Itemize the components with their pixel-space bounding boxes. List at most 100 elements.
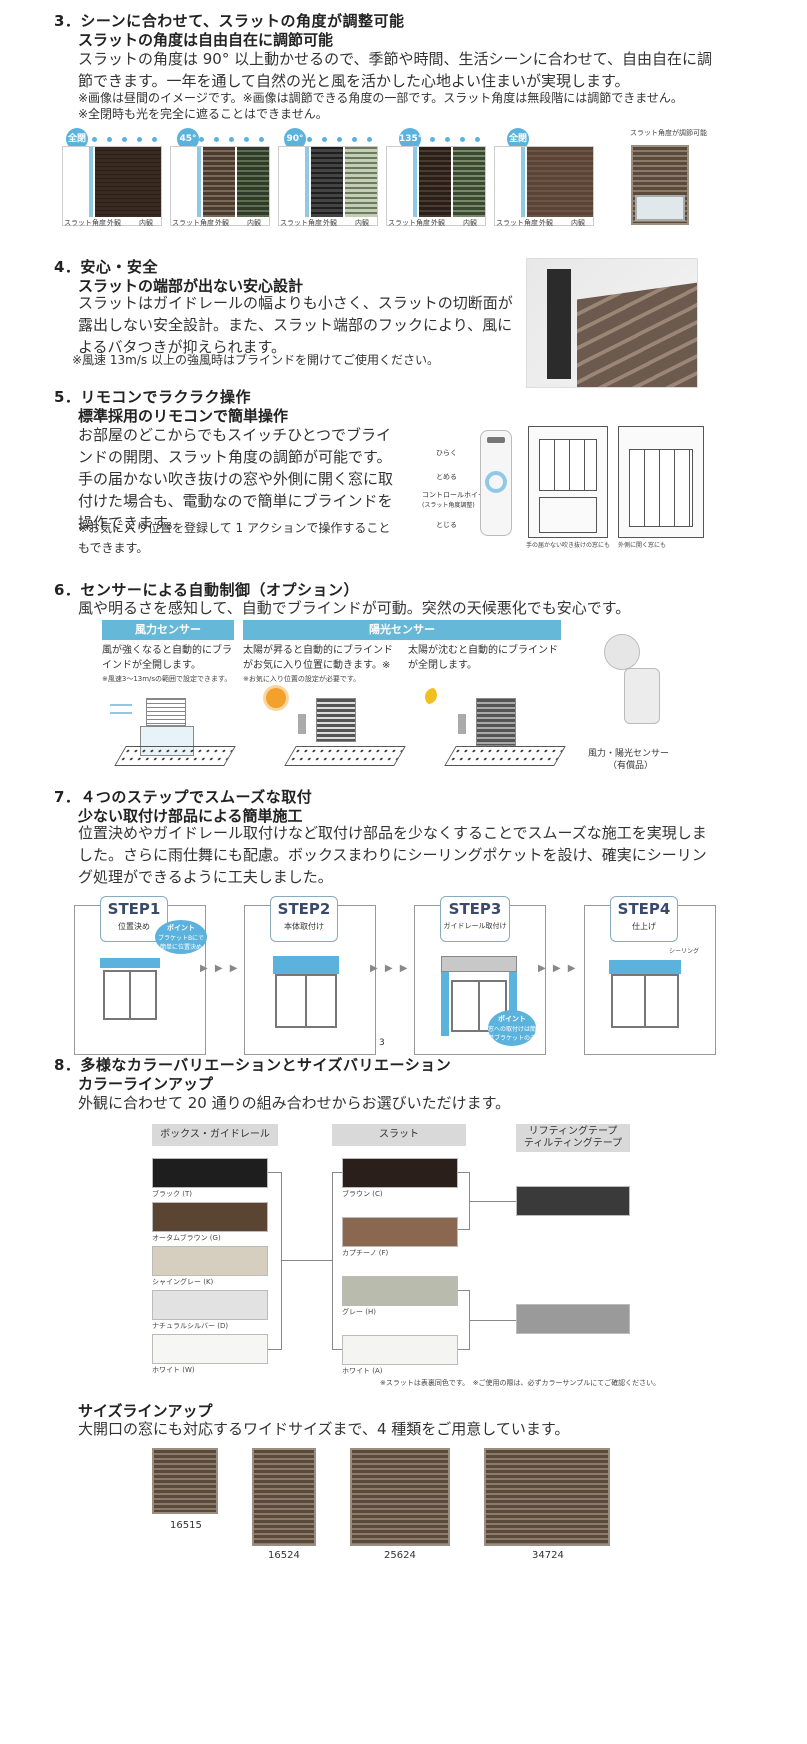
size-body: 大開口の窓にも対応するワイドサイズまで、4 種類をご用意しています。 [78, 1420, 570, 1438]
sec7-body: 位置決めやガイドレール取付けなど取付け部品を少なくすることでスムーズな施工を実現… [78, 824, 707, 886]
sec4-note: ※風速 13m/s 以上の強風時はブラインドを開けてご使用ください。 [72, 353, 439, 367]
size-label: 34724 [532, 1550, 564, 1561]
angle-badge: 全閉 [507, 128, 529, 150]
angle-panel: スラット角度 外観 内観 [278, 146, 378, 227]
remote-diagram: ひらく とめる コントロールホイール (スラット角度調整) とじる [408, 428, 520, 540]
size-blind-16515 [152, 1448, 218, 1514]
page-number: 3 [379, 1038, 385, 1048]
sec3-note1: ※画像は昼間のイメージです。※画像は調節できる角度の一部です。スラット角度は無段… [78, 91, 683, 105]
caption-left: 手の届かない吹き抜けの窓にも [526, 542, 611, 549]
color-name: オータムブラウン (G) [152, 1234, 221, 1242]
angle-panel: スラット角度 外観 内観 [386, 146, 486, 227]
sec3-body: スラットの角度は 90° 以上動かせるので、季節や時間、生活シーンに合わせて、自… [78, 50, 713, 90]
sec3-subheading: スラットの角度は自由自在に調節可能 [78, 31, 334, 49]
sec8-subheading: カラーラインアップ [78, 1075, 214, 1093]
caption-right: 外側に開く窓にも [618, 542, 667, 549]
angle-badge: 45° [177, 128, 199, 150]
sec8-heading: 8．多様なカラーバリエーションとサイズバリエーション [54, 1056, 452, 1074]
sec3-note2: ※全閉時も光を完全に遮ることはできません。 [78, 107, 328, 121]
color-swatch [342, 1276, 458, 1306]
angle-badge: 135° [399, 128, 422, 150]
sun-text: 太陽が昇ると自動的にブラインドがお気に入り位置に動きます。※ [243, 645, 393, 671]
size-blind-34724 [484, 1448, 610, 1546]
size-label: 16524 [268, 1550, 300, 1561]
color-swatch [342, 1158, 458, 1188]
light-sensor-bar: 陽光センサー [243, 620, 561, 640]
color-name: グレー (H) [342, 1308, 376, 1316]
step-4: STEP4 仕上げ シーリング [584, 896, 716, 1055]
point-callout-2: ポイント 窓への取付けは簡単ブラケットのみ [488, 1010, 536, 1046]
col-slat-header: スラット [332, 1124, 466, 1146]
wind-scene [110, 696, 236, 768]
slat-caption: スラット角度が調節可能 [630, 129, 707, 137]
connector [282, 1260, 332, 1261]
color-swatch [152, 1202, 268, 1232]
color-swatch [342, 1335, 458, 1365]
step-2: STEP2 本体取付け [244, 896, 376, 1055]
sensor-device [594, 628, 670, 728]
sec4-subheading: スラットの端部が出ない安心設計 [78, 277, 304, 295]
sec8-body: 外観に合わせて 20 通りの組み合わせからお選びいただけます。 [78, 1094, 511, 1112]
step-arrow: ▶ ▶ ▶ [538, 963, 578, 974]
color-swatch [342, 1217, 458, 1247]
step-1: STEP1 位置決め ポイント ブラケットBにで簡単に位置決め [74, 896, 207, 1055]
size-heading: サイズラインアップ [78, 1402, 213, 1420]
sensor-sub: （有償品） [608, 761, 654, 771]
color-name: ブラウン (C) [342, 1190, 383, 1198]
sec5-heading: 5．リモコンでラクラク操作 [54, 388, 251, 406]
sun-note: ※お気に入り位置の設定が必要です。 [243, 675, 361, 683]
sun-icon [266, 688, 286, 708]
angle-panel: スラット角度 外観 内観 [494, 146, 594, 227]
point-callout: ポイント ブラケットBにで簡単に位置決め [155, 920, 207, 954]
size-label: 16515 [170, 1520, 202, 1531]
tape-swatch [516, 1186, 630, 1216]
color-swatch [152, 1158, 268, 1188]
size-blind-25624 [350, 1448, 450, 1546]
wind-icon [110, 704, 132, 714]
moon-icon [425, 688, 443, 706]
connector [470, 1201, 516, 1202]
angle-panel: スラット角度 外観 内観 [170, 146, 270, 227]
slat-angle-strip: 全閉 スラット角度 外観 内観 45° スラット角度 外観 内観 90° スラッ… [62, 128, 612, 228]
remote-control [480, 430, 512, 536]
color-name: カプチーノ (F) [342, 1249, 389, 1257]
window-illustration-2 [618, 426, 704, 538]
tape-swatch [516, 1304, 630, 1334]
connector [458, 1290, 470, 1350]
sec7-subheading: 少ない取付け部品による簡単施工 [78, 807, 303, 825]
sec5-subheading: 標準採用のリモコンで簡単操作 [78, 407, 289, 425]
sec6-body: 風や明るさを感知して、自動でブラインドが可動。突然の天候悪化でも安心です。 [78, 599, 631, 617]
window-illustration-1 [528, 426, 608, 538]
col-tape-header: リフティングテープ ティルティングテープ [516, 1124, 630, 1152]
size-blind-16524 [252, 1448, 316, 1546]
step-arrow: ▶ ▶ ▶ [370, 963, 410, 974]
wind-note: ※風速3〜13m/sの範囲で設定できます。 [102, 675, 232, 683]
sec5-body: お部屋のどこからでもスイッチひとつでブラインドの開閉、スラット角度の調節が可能で… [78, 426, 394, 532]
col-box-header: ボックス・ガイドレール [152, 1124, 278, 1146]
color-name: シャイングレー (K) [152, 1278, 214, 1286]
wind-text: 風が強くなると自動的にブラインドが全開します。 [102, 645, 232, 671]
sec4-heading: 4．安心・安全 [54, 258, 158, 276]
sec7-heading: 7．４つのステップでスムーズな取付 [54, 788, 313, 806]
sec5-note: ※お気に入り位置を登録して 1 アクションで操作することもできます。 [78, 521, 391, 555]
color-name: ホワイト (A) [342, 1367, 383, 1375]
angle-badge: 全閉 [66, 128, 88, 150]
connector [332, 1172, 342, 1350]
moon-text: 太陽が沈むと自動的にブラインドが全閉します。 [408, 645, 558, 671]
color-name: ブラック (T) [152, 1190, 192, 1198]
sec3-heading: 3．シーンに合わせて、スラットの角度が調整可能 [54, 12, 405, 30]
color-name: ホワイト (W) [152, 1366, 195, 1374]
moon-scene [440, 696, 566, 768]
slat-edge-photo [526, 258, 698, 388]
wind-sensor-bar: 風力センサー [102, 620, 234, 640]
angle-badge: 90° [284, 128, 306, 150]
color-swatch [152, 1246, 268, 1276]
sec6-heading: 6．センサーによる自動制御（オプション） [54, 581, 359, 599]
step-3: STEP3 ガイドレール取付け [414, 896, 546, 1055]
slat-window-image [631, 145, 689, 225]
color-swatch [152, 1334, 268, 1364]
color-footnote: ※スラットは表裏同色です。 ※ご使用の際は、必ずカラーサンプルにてご確認ください… [380, 1379, 661, 1387]
size-label: 25624 [384, 1550, 416, 1561]
color-swatch [152, 1290, 268, 1320]
color-name: ナチュラルシルバー (D) [152, 1322, 229, 1330]
